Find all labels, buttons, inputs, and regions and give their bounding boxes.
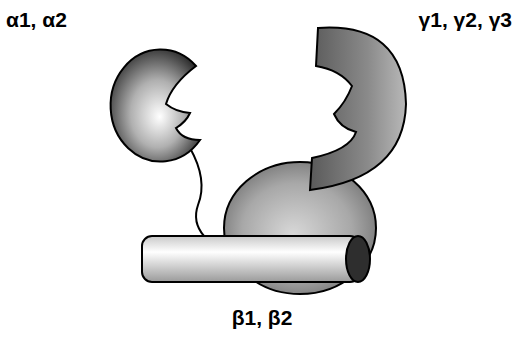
linker-line [190,148,204,236]
subunit-label: β1, β2 [232,306,293,329]
subunit-label: α1, α2 [6,8,67,31]
beta-rod [142,236,360,282]
subunit-label: γ1, γ2, γ3 [419,8,512,31]
rod-end [346,236,370,282]
alpha-subunit [111,50,200,162]
gamma-subunit [310,28,406,190]
